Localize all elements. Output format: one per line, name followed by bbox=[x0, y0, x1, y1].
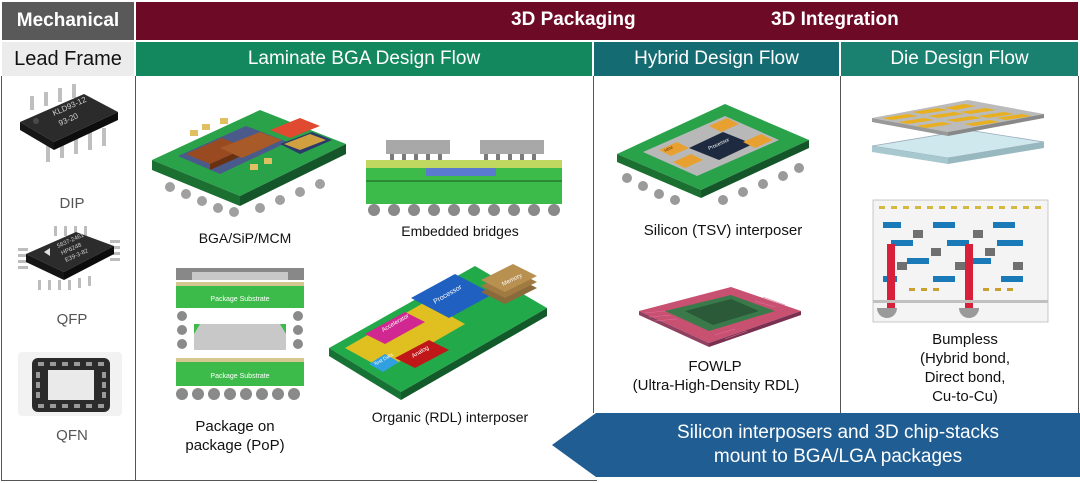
left-arrow-icon bbox=[552, 413, 596, 477]
grid-line bbox=[1078, 76, 1079, 413]
grid-line bbox=[1, 480, 597, 481]
bga-sip-mcm-label: BGA/SiP/MCM bbox=[198, 230, 292, 246]
fowlp-label-line2: (Ultra-High-Density RDL) bbox=[632, 377, 800, 394]
fowlp-label-line1: FOWLP bbox=[688, 358, 742, 375]
mechanical-header: Mechanical bbox=[2, 2, 134, 40]
bga-sip-mcm-graphic bbox=[152, 110, 346, 217]
bumpless-label-line4: Cu-to-Cu) bbox=[932, 388, 998, 405]
pop-label-line1: Package on bbox=[195, 418, 275, 435]
integration-3d-header: 3D Integration bbox=[771, 9, 899, 30]
silicon-tsv-interposer-graphic: Processor HBM bbox=[617, 104, 809, 205]
embedded-bridges-label: Embedded bridges bbox=[401, 223, 519, 239]
embedded-bridges-graphic bbox=[366, 140, 562, 216]
grid-line bbox=[593, 76, 594, 413]
grid-line bbox=[135, 76, 136, 481]
qfp-package-graphic: 5837-2461 HP6248 E39-3-82 bbox=[18, 226, 120, 290]
die-flow-header: Die Design Flow bbox=[841, 42, 1078, 76]
qfn-package-graphic bbox=[18, 352, 122, 416]
organic-rdl-interposer-graphic: Accelerator Processor Analog Test Data M… bbox=[329, 264, 547, 400]
grid-line bbox=[840, 76, 841, 413]
grid-line bbox=[1, 76, 2, 481]
qfn-label: QFN bbox=[56, 427, 88, 444]
package-on-package-graphic: Package Substrate Package Substrate bbox=[176, 268, 304, 400]
pop-label-line2: package (PoP) bbox=[185, 437, 285, 454]
qfp-label: QFP bbox=[56, 311, 88, 328]
dip-package-graphic: KLD93-12 93-20 bbox=[20, 84, 118, 162]
stacked-die-graphic bbox=[871, 100, 1045, 164]
lead-frame-header: Lead Frame bbox=[2, 42, 134, 76]
organic-rdl-label: Organic (RDL) interposer bbox=[371, 409, 529, 425]
bumpless-bond-graphic bbox=[872, 199, 1049, 323]
packaging-3d-header: 3D Packaging bbox=[511, 9, 636, 30]
fowlp-graphic bbox=[639, 287, 801, 347]
banner-line2: mount to BGA/LGA packages bbox=[713, 446, 963, 467]
silicon-tsv-label: Silicon (TSV) interposer bbox=[643, 222, 803, 239]
bumpless-label-line2: (Hybrid bond, bbox=[919, 350, 1011, 367]
bumpless-label-line1: Bumpless bbox=[932, 331, 998, 348]
banner-line1: Silicon interposers and 3D chip-stacks bbox=[676, 422, 1000, 443]
pop-substrate-label: Package Substrate bbox=[210, 373, 269, 380]
tsv-hbm-label: HBM bbox=[663, 145, 673, 153]
packaging-integration-header bbox=[136, 2, 1078, 40]
pop-substrate-label: Package Substrate bbox=[210, 296, 269, 303]
mount-banner: Silicon interposers and 3D chip-stacks m… bbox=[596, 413, 1080, 477]
hybrid-flow-header: Hybrid Design Flow bbox=[594, 42, 839, 76]
dip-label: DIP bbox=[59, 195, 85, 212]
bumpless-label-line3: Direct bond, bbox=[924, 369, 1006, 386]
laminate-bga-header: Laminate BGA Design Flow bbox=[136, 42, 592, 76]
